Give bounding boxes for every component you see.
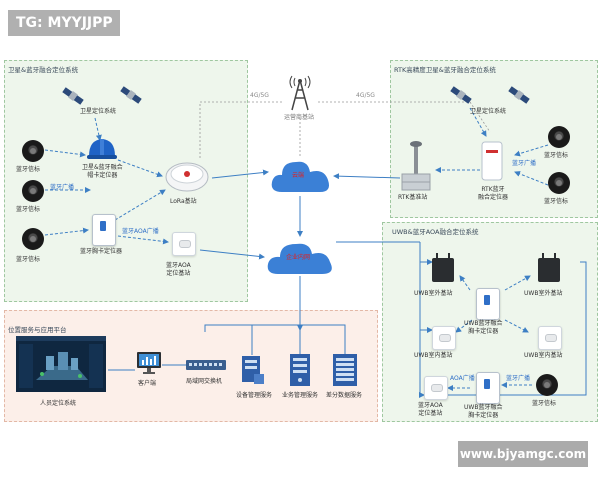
beacon-label: 蓝牙信标 [16,256,41,263]
aoa-station-label: 蓝牙AOA 定位基站 [166,262,191,277]
uwb-aoa-station-icon [424,376,448,400]
satellite-icon [450,86,472,104]
rtk-base-label: RTK基准站 [398,194,428,201]
satellite-icon [508,86,530,104]
diff-service-label: 差分数据服务 [326,392,363,399]
uwb-indoor-right-label: UWB室内基站 [524,352,563,359]
rtk-broadcast-label: 蓝牙广播 [512,160,537,167]
cell-tower-label: 运营商基站 [284,114,315,121]
satellite-icon [62,87,84,105]
uwb-outdoor-left-label: UWB室外基站 [414,290,453,297]
uwb-ble-broadcast-label: 蓝牙广播 [506,375,531,382]
chest-card-label: 蓝牙胸卡定位器 [80,248,123,255]
client-monitor-icon [137,352,161,374]
uwb-panel-title: UWB&蓝牙AOA融合定位系统 [392,228,479,236]
business-mgmt-server-icon [290,354,310,386]
net-4g5g-right: 4G/5G [356,92,375,99]
rtk-base-icon [401,141,431,191]
rtk-beacon-label: 蓝牙信标 [544,198,569,205]
aoa-station-icon [172,232,196,256]
intranet-label: 企业内网 [286,254,311,261]
beacon-label: 蓝牙信标 [16,206,41,213]
uwb-beacon-label: 蓝牙信标 [532,400,557,407]
uwb-outdoor-station-icon [538,253,560,282]
uwb-fusion-card-label: UWB蓝牙融合 胸卡定位器 [464,320,503,335]
beacon-icon [22,180,44,202]
uwb-aoa-broadcast-label: AOA广播 [450,375,475,382]
rtk-panel-title: RTK高精度卫星&蓝牙融合定位系统 [394,66,496,74]
personnel-system-label: 人员定位系统 [40,400,77,407]
platform-panel-title: 位置服务与应用平台 [8,326,67,334]
net-4g5g-left: 4G/5G [250,92,269,99]
cloud-label: 云端 [292,172,305,179]
cloud-icon [271,161,329,192]
cell-tower-icon [289,75,311,111]
intranet-cloud-icon [267,243,332,274]
watermark-top: TG: MYYJJPP [8,10,120,36]
personnel-system-screenshot [16,336,106,392]
beacon-icon [22,140,44,162]
uwb-indoor-station-icon [432,326,456,350]
rtk-fusion-icon [481,141,503,181]
diff-service-server-icon [333,354,357,386]
switch-label: 局域网交换机 [186,378,223,385]
ble-aoa-broadcast-label: 蓝牙AOA广播 [122,228,159,235]
device-mgmt-server-icon [242,356,264,384]
helmet-icon [87,139,117,159]
uwb-fusion-card-icon [476,372,500,404]
helmet-label: 卫星&蓝牙融合 帽卡定位器 [82,164,123,179]
beacon-icon [548,126,570,148]
watermark-bottom: www.bjyamgc.com [458,441,588,467]
beacon-icon [536,374,558,396]
client-label: 客户端 [138,380,157,387]
lora-label: LoRa基站 [170,198,197,205]
beacon-icon [548,172,570,194]
uwb-outdoor-right-label: UWB室外基站 [524,290,563,297]
uwb-indoor-left-label: UWB室内基站 [414,352,453,359]
uwb-fusion-card-icon [476,288,500,320]
ble-broadcast-label: 蓝牙广播 [50,184,75,191]
beacon-icon [22,228,44,250]
rtk-fusion-label: RTK蓝牙 融合定位器 [478,186,509,201]
switch-icon [186,360,226,370]
rtk-beacon-label: 蓝牙信标 [544,152,569,159]
satellite-icon [120,86,142,104]
rtk-sat-locating-label: 卫星定位系统 [470,108,507,115]
sat-locating-label: 卫星定位系统 [80,108,117,115]
lora-station-icon [165,162,209,192]
uwb-outdoor-station-icon [432,253,454,282]
device-mgmt-label: 设备管理服务 [236,392,273,399]
uwb-aoa-station-label: 蓝牙AOA 定位基站 [418,402,443,417]
satellite-panel-title: 卫星&蓝牙融合定位系统 [8,66,79,74]
business-mgmt-label: 业务管理服务 [282,392,319,399]
uwb-indoor-station-icon [538,326,562,350]
uwb-fusion-card-2-label: UWB蓝牙融合 胸卡定位器 [464,404,503,419]
chest-card-icon [92,214,116,246]
beacon-label: 蓝牙信标 [16,166,41,173]
